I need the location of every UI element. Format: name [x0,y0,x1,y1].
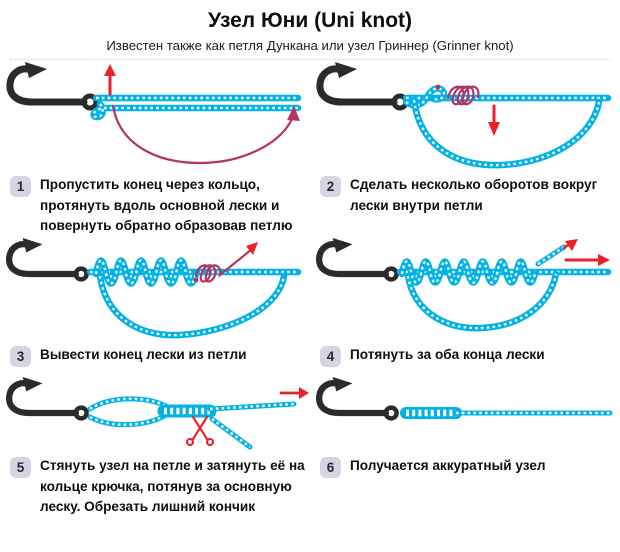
steps-grid: 1 Пропустить конец через кольцо, протяну… [0,60,620,519]
step-6-drawing [316,377,613,421]
wraps-coil [435,84,480,106]
step-number-badge: 1 [10,176,31,198]
step-number-badge: 3 [10,346,31,368]
step-2: 2 Сделать несколько оборотов вокруг леск… [310,60,620,238]
step-caption: 1 Пропустить конец через кольцо, протяну… [0,172,310,238]
step-caption: 4 Потянуть за оба конца лески [310,342,620,369]
step-caption: 6 Получается аккуратный узел [310,453,620,480]
dotted-separator [10,59,610,61]
step-2-illustration [310,60,620,172]
step-number-badge: 2 [320,176,341,198]
step-number-badge: 6 [320,457,341,479]
step-4: 4 Потянуть за оба конца лески [310,238,620,369]
down-arrow-icon [488,104,500,137]
fishing-line [86,257,302,339]
step-caption: 3 Вывести конец лески из петли [0,342,310,369]
pull-right-arrow-icon [279,387,309,400]
fish-hook-icon [6,62,99,111]
step-text: Вывести конец лески из петли [40,347,247,363]
fishing-line [87,396,297,450]
fishing-line [402,85,612,169]
step-1-drawing [6,62,302,165]
loop-direction-arrow [111,105,300,165]
step-3-drawing [6,238,302,339]
step-1-illustration [0,60,310,172]
line-wraps-spring [92,257,200,288]
step-3-illustration [0,238,310,342]
step-4-illustration [310,238,620,342]
step-2-drawing [316,62,612,169]
step-number-badge: 5 [10,457,31,479]
header: Узел Юни (Uni knot) Известен также как п… [0,0,620,53]
step-caption: 2 Сделать несколько оборотов вокруг леск… [310,172,620,218]
step-text: Стянуть узел на петле и затянуть её на к… [40,458,305,515]
tag-end [535,244,567,267]
step-text: Потянуть за оба конца лески [350,347,545,363]
step-1: 1 Пропустить конец через кольцо, протяну… [0,60,310,238]
scissors-icon [185,416,215,447]
tag-end-path-arrow [193,242,258,283]
step-caption: 5 Стянуть узел на петле и затянуть её на… [0,453,310,519]
step-5-drawing [6,377,309,450]
step-text: Сделать несколько оборотов вокруг лески … [350,177,598,213]
step-5-illustration [0,369,310,453]
fish-hook-icon [6,238,89,282]
fishing-line [396,244,612,332]
up-arrow-icon [104,64,116,96]
fishing-line [90,94,302,121]
pull-right-arrow-icon [564,254,610,267]
diagram-subtitle: Известен также как петля Дункана или узе… [106,38,514,54]
step-6: 6 Получается аккуратный узел [310,369,620,519]
fish-hook-icon [316,238,399,282]
step-text: Пропустить конец через кольцо, протянуть… [40,177,293,233]
pull-up-arrow-icon [562,239,578,252]
step-5: 5 Стянуть узел на петле и затянуть её на… [0,369,310,519]
fish-hook-icon [6,377,89,421]
step-text: Получается аккуратный узел [350,458,546,474]
fish-hook-icon [316,62,409,111]
fish-hook-icon [316,377,399,421]
step-4-drawing [316,238,612,332]
step-6-illustration [310,369,620,453]
diagram-title: Узел Юни (Uni knot) [207,9,413,32]
step-number-badge: 4 [320,346,341,368]
step-3: 3 Вывести конец лески из петли [0,238,310,369]
